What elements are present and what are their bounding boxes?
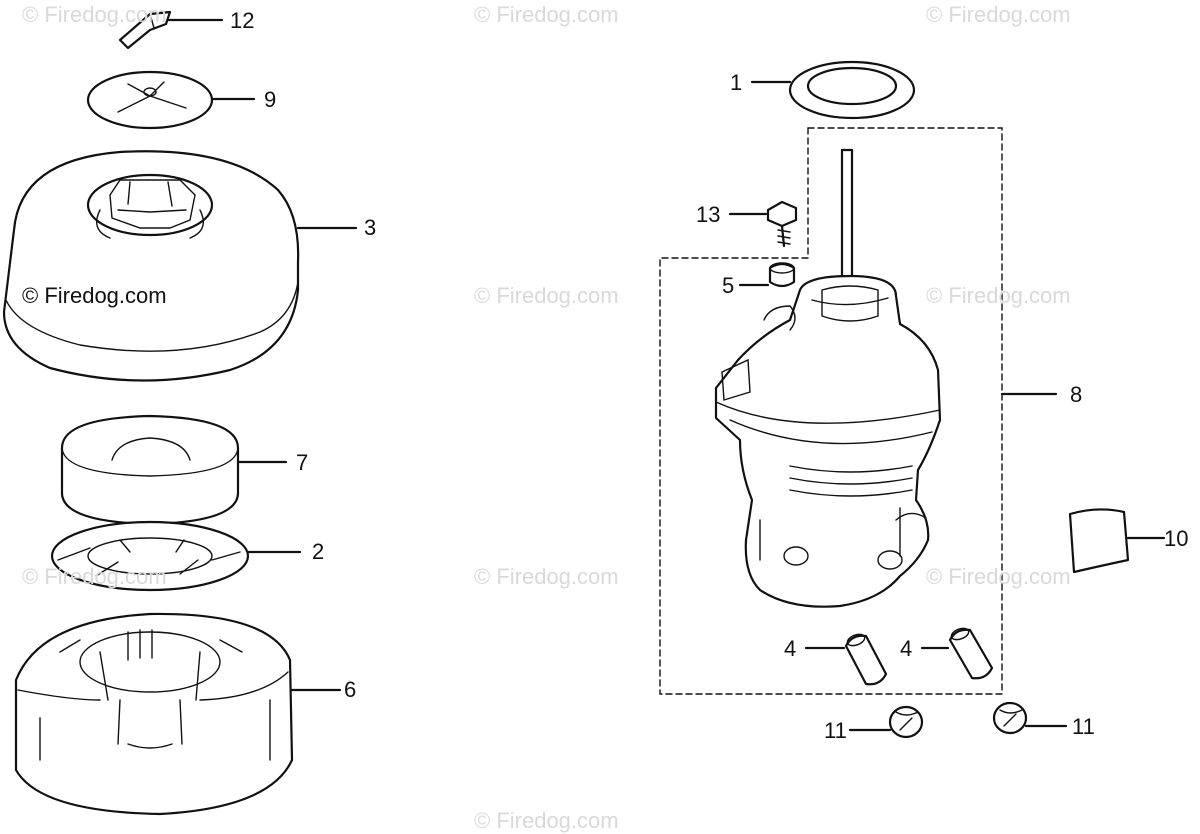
callout-11-right: 11 bbox=[1072, 714, 1095, 739]
callout-10: 10 bbox=[1164, 526, 1189, 551]
callout-8: 8 bbox=[1070, 382, 1083, 407]
part-11-cap-nut-right bbox=[992, 701, 1068, 735]
callout-9: 9 bbox=[264, 87, 277, 112]
part-9-cover-plate bbox=[86, 70, 256, 130]
callout-4-right: 4 bbox=[900, 636, 913, 661]
part-6-air-cleaner-base bbox=[14, 612, 342, 816]
callout-11-left: 11 bbox=[824, 718, 847, 743]
part-10-label-plate bbox=[1068, 508, 1166, 574]
part-4-dowel-pin-left bbox=[804, 633, 888, 686]
part-1-gasket-ring bbox=[750, 60, 916, 120]
watermark-main: © Firedog.com bbox=[22, 283, 167, 308]
watermark: © Firedog.com bbox=[474, 283, 619, 308]
part-3-air-cleaner-cover bbox=[2, 150, 358, 382]
callout-2: 2 bbox=[312, 539, 325, 564]
crankcase-housing bbox=[714, 148, 942, 608]
watermark: © Firedog.com bbox=[926, 2, 1071, 27]
watermark: © Firedog.com bbox=[22, 2, 167, 27]
part-13-bolt bbox=[728, 200, 798, 248]
callout-5: 5 bbox=[722, 273, 735, 298]
part-2-spacer-grid bbox=[50, 520, 302, 592]
callout-1: 1 bbox=[730, 70, 743, 95]
watermark: © Firedog.com bbox=[22, 564, 167, 589]
callout-13: 13 bbox=[696, 202, 721, 227]
watermark: © Firedog.com bbox=[474, 564, 619, 589]
part-7-filter-element bbox=[60, 414, 288, 526]
callout-3: 3 bbox=[364, 215, 377, 240]
part-4-dowel-pin-right bbox=[920, 627, 994, 680]
callout-7: 7 bbox=[296, 450, 309, 475]
watermark: © Firedog.com bbox=[474, 808, 619, 833]
watermark: © Firedog.com bbox=[926, 283, 1071, 308]
part-8-group-bracket bbox=[659, 127, 1058, 695]
watermark: © Firedog.com bbox=[474, 2, 619, 27]
watermark: © Firedog.com bbox=[926, 564, 1071, 589]
part-12-wing-bolt bbox=[118, 10, 224, 50]
callout-12: 12 bbox=[230, 8, 255, 33]
callout-4-left: 4 bbox=[784, 636, 797, 661]
callout-6: 6 bbox=[344, 677, 357, 702]
part-11-cap-nut-left bbox=[848, 705, 924, 739]
part-5-collar bbox=[738, 262, 796, 288]
